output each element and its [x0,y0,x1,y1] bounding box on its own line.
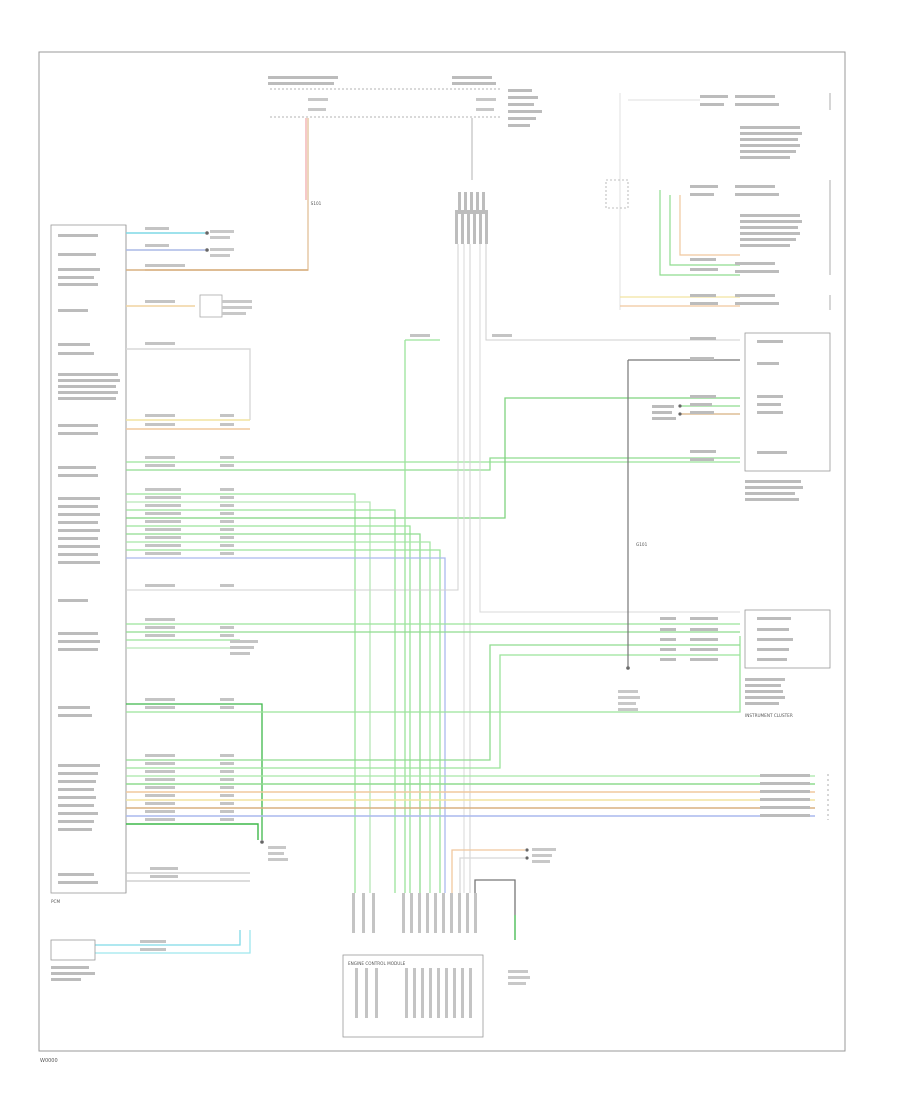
ground-symbols [260,666,640,861]
right-top-labels [690,95,802,305]
ground-label: G101 [636,542,648,547]
top-connectors [268,76,542,127]
bottom-left-sensor [50,939,96,961]
bottom-bus-wires [126,783,815,840]
diagram-border [38,51,846,1052]
bottom-module-label: ENGINE CONTROL MODULE [348,961,406,966]
figure-code: W0000 [40,1058,58,1064]
splice-label: S101 [311,201,322,206]
right-mid-block [744,332,831,472]
wire-tags [140,227,512,951]
green-bus-wires [126,397,740,893]
right-mid-labels [652,337,803,501]
junction-down-wires [126,244,740,893]
bottom-right-wires [451,849,525,940]
right-edge-terminals [760,774,810,817]
right-lower-labels [660,617,793,705]
upper-wires [126,232,308,420]
left-module-footer-label: PCM [51,899,60,904]
right-block-label: INSTRUMENT CLUSTER [745,713,793,718]
right-mid-wires [627,359,740,668]
junction-connector [455,192,488,244]
left-module-box [50,224,127,894]
mid-wires [126,623,815,840]
bottom-module-box [342,954,484,1038]
short-wires [126,419,250,430]
right-top-wires [619,93,740,310]
left-module-labels [58,234,120,884]
resistor-symbol [199,294,223,318]
bottom-module-pins [352,893,477,1018]
bottom-left-wires [95,872,251,954]
right-block [744,609,831,669]
feed-wires [145,118,473,271]
